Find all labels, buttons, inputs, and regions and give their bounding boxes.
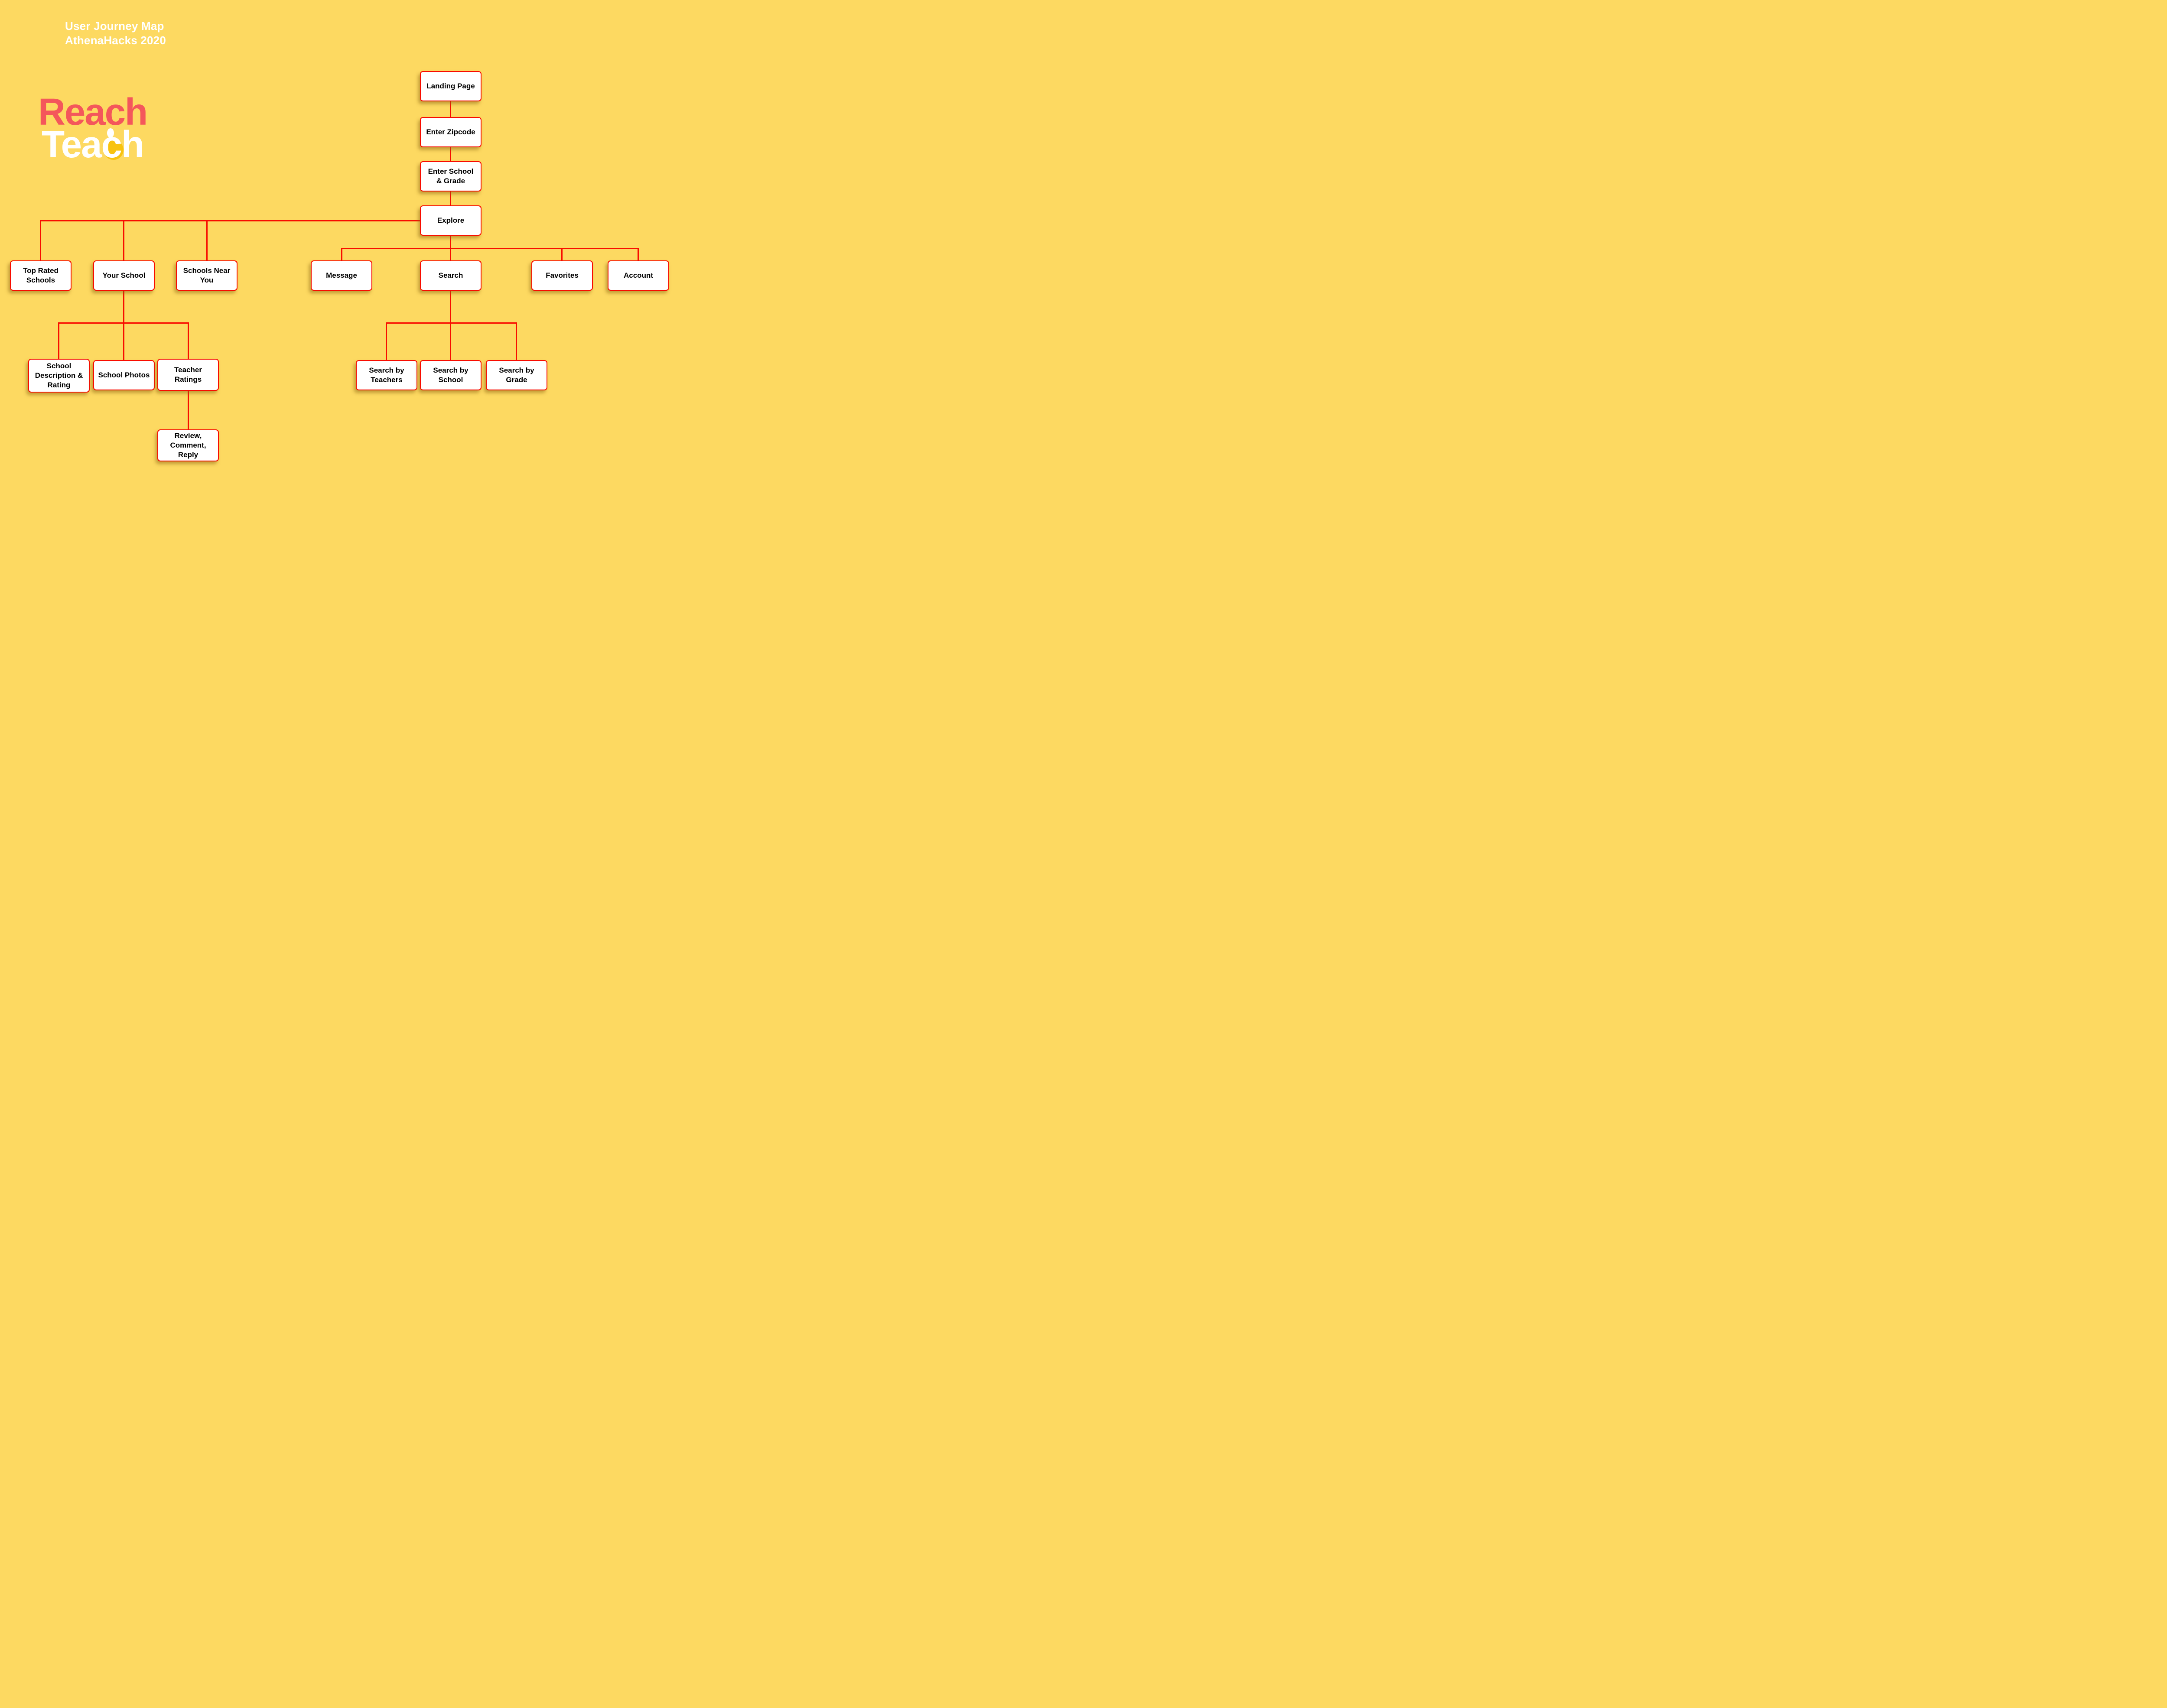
node-favorites: Favorites [531,260,593,291]
node-schools-near-you: Schools Near You [176,260,238,291]
node-teacher-ratings: Teacher Ratings [157,359,219,391]
node-review-comment-reply: Review, Comment, Reply [157,429,219,461]
node-enter-zipcode: Enter Zipcode [420,117,482,147]
logo-teach-c-wrap: c [101,126,124,163]
logo-gold-circle-icon [104,140,124,160]
connector-zipcode-schoolgrade [450,147,451,162]
drop-favorites [561,248,563,261]
node-label: Search by Grade [499,366,534,384]
user-journey-map: User Journey Map AthenaHacks 2020 Reach … [0,0,680,497]
node-search: Search [420,260,482,291]
branch-right-horizontal [341,248,639,249]
drop-school-description [58,322,59,359]
drop-teacher-ratings [188,322,189,359]
node-label: Account [624,271,653,280]
title-line-1: User Journey Map [65,19,164,32]
branch-left-horizontal [40,220,420,221]
node-label: Enter School & Grade [428,167,474,185]
node-label: Your School [102,271,146,280]
node-label: School Photos [98,371,150,380]
drop-search-by-school [450,322,451,360]
node-explore: Explore [420,205,482,236]
node-enter-school-grade: Enter School & Grade [420,161,482,192]
node-label: Schools Near You [183,266,231,284]
node-landing-page: Landing Page [420,71,482,101]
node-label: Teacher Ratings [174,366,202,383]
drop-search-by-grade [516,322,517,360]
logo-white-dot-icon [107,128,114,138]
node-label: Top Rated Schools [23,266,59,284]
node-account: Account [608,260,669,291]
node-search-by-grade: Search by Grade [486,360,547,390]
node-label: Landing Page [426,82,475,91]
drop-top-rated-schools [40,220,41,261]
logo-teach-pre: Tea [42,123,102,166]
drop-school-photos [123,322,124,360]
node-school-photos: School Photos [93,360,155,390]
node-label: Favorites [546,271,579,280]
drop-schools-near-you [206,220,208,261]
node-search-by-teachers: Search by Teachers [356,360,417,390]
node-label: Search by Teachers [369,366,404,384]
node-label: Search [438,271,463,280]
logo-word-reach: Reach [38,91,148,133]
node-label: Explore [437,216,465,225]
logo-teach-post: h [121,123,144,166]
drop-your-school [123,220,124,261]
node-top-rated-schools: Top Rated Schools [10,260,72,291]
node-label: Message [326,271,357,280]
connector-ratings-review [188,390,189,430]
drop-search-by-teachers [386,322,387,360]
connector-search-branch [450,290,451,323]
node-search-by-school: Search by School [420,360,482,390]
node-your-school: Your School [93,260,155,291]
title-line-2: AthenaHacks 2020 [65,34,166,47]
connector-schoolgrade-explore [450,192,451,206]
node-message: Message [311,260,372,291]
connector-landing-zipcode [450,101,451,117]
node-label: Enter Zipcode [426,128,475,136]
node-label: Review, Comment, Reply [170,432,206,459]
connector-yourschool-branch [123,290,124,323]
page-title: User Journey Map AthenaHacks 2020 [65,19,166,48]
drop-message [341,248,342,261]
branch-search-horizontal [386,322,517,324]
node-school-description-rating: School Description & Rating [28,359,90,393]
drop-account [638,248,639,261]
node-label: School Description & Rating [35,362,83,389]
node-label: Search by School [433,366,469,384]
